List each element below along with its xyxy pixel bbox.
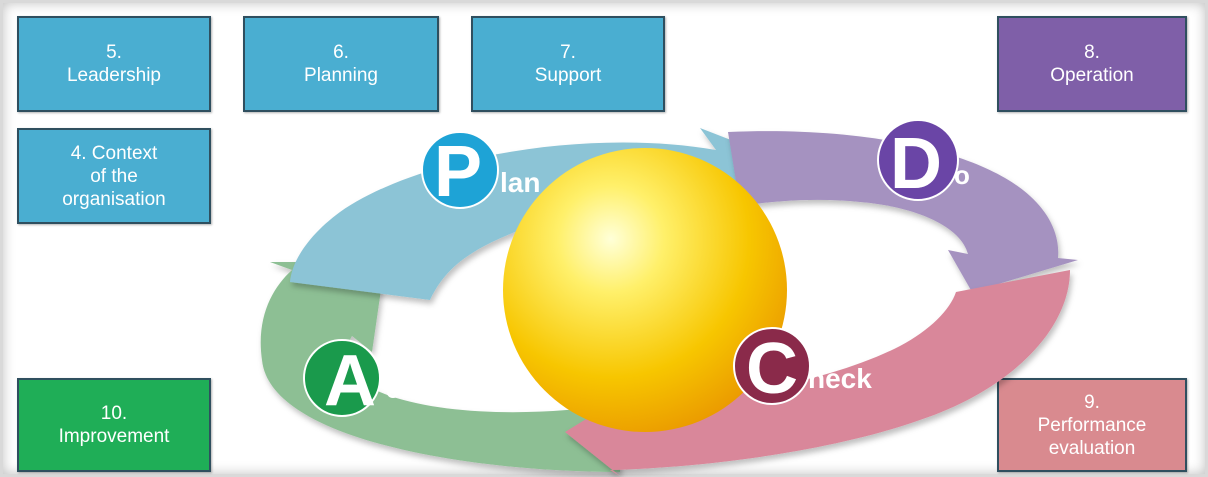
box-operation: 8. Operation [997,16,1187,112]
act-label: A ct [303,339,407,421]
box-context: 4. Context of the organisation [17,128,211,224]
central-sphere [503,148,787,432]
act-initial: A [324,341,376,421]
act-badge-circle [303,339,381,417]
check-label: C heck [733,327,872,409]
box-leadership: 5. Leadership [17,16,211,112]
box-context-line-3: organisation [62,188,166,210]
check-rest: heck [808,363,872,394]
box-performance: 9. Performance evaluation [997,378,1187,472]
plan-label: P lan [421,131,540,212]
box-leadership-label: Leadership [66,65,162,86]
box-support-label: Support [534,65,602,86]
box-operation-number: 8. [1084,42,1100,63]
act-rest: ct [386,377,407,404]
box-planning: 6. Planning [243,16,439,112]
plan-initial: P [434,132,482,212]
check-arrow [565,270,1070,476]
plan-rest: lan [500,167,540,198]
do-badge-circle [877,119,959,201]
box-improvement-label: Improvement [58,426,170,447]
check-initial: C [746,329,798,409]
box-performance-line-2: Performance [1037,414,1147,436]
box-improvement: 10. Improvement [17,378,211,472]
plan-badge-circle [421,131,499,209]
do-arrow [728,131,1078,292]
act-arrow [260,262,620,472]
box-performance-line-3: evaluation [1048,437,1136,459]
do-rest: o [954,160,970,190]
box-operation-label: Operation [1050,65,1134,86]
box-planning-number: 6. [333,42,349,63]
box-context-line-2: of the [90,165,138,187]
box-support: 7. Support [471,16,665,112]
box-context-line-1: 4. Context [70,142,158,164]
box-support-number: 7. [560,42,576,63]
box-improvement-number: 10. [100,403,128,424]
box-performance-line-1: 9. [1084,391,1100,413]
do-label: D o [877,119,970,204]
box-planning-label: Planning [304,65,378,86]
do-initial: D [890,124,942,204]
check-badge-circle [733,327,811,405]
box-leadership-number: 5. [106,42,122,63]
